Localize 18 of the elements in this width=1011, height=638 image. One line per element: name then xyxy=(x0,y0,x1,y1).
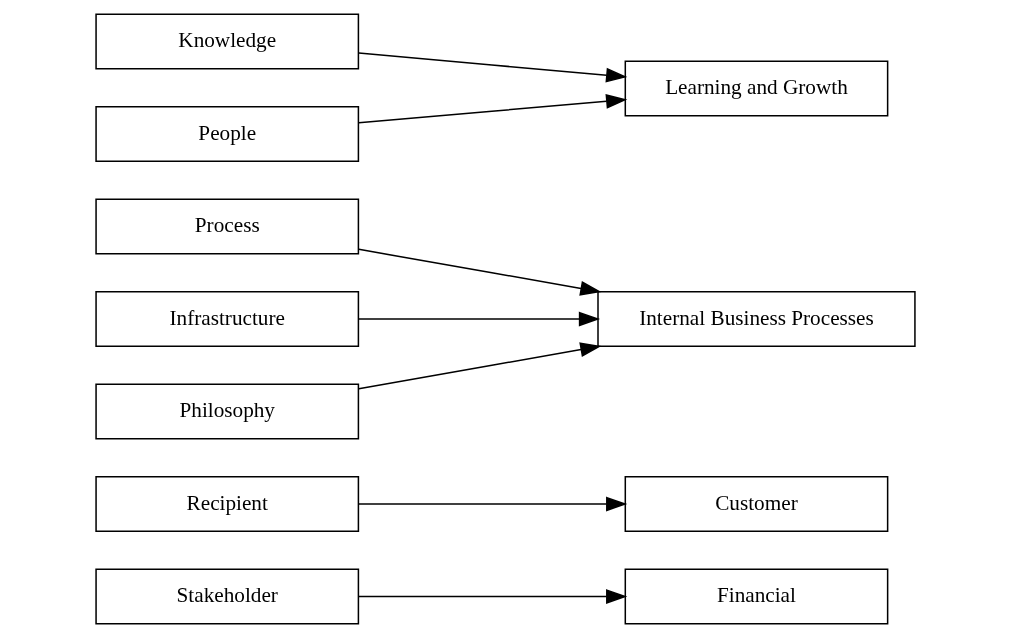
arrow xyxy=(358,248,602,296)
node-box: Knowledge xyxy=(95,13,360,70)
arrow xyxy=(358,311,601,327)
arrow xyxy=(358,52,628,83)
node-box: People xyxy=(95,105,360,163)
node-box: Internal Business Processes xyxy=(597,290,916,348)
node-box: Financial xyxy=(624,568,889,625)
node-box: Infrastructure xyxy=(95,290,360,348)
node-box: Process xyxy=(95,198,360,255)
node-box: Recipient xyxy=(95,475,360,533)
arrow xyxy=(358,496,628,512)
node-box: Customer xyxy=(624,475,889,533)
node-box: Learning and Growth xyxy=(624,60,889,117)
node-box: Stakeholder xyxy=(95,568,360,625)
arrow xyxy=(358,342,602,390)
arrow xyxy=(358,93,628,124)
arrow xyxy=(358,589,628,604)
node-box: Philosophy xyxy=(95,383,360,440)
